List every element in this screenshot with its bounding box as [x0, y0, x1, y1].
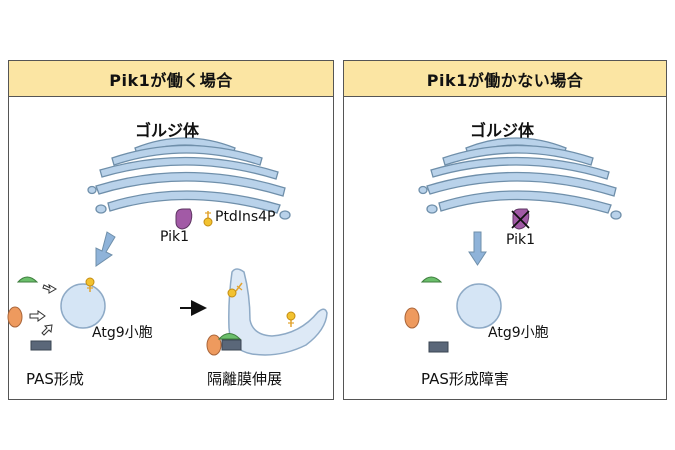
pik1-label-left: Pik1 — [160, 229, 190, 245]
membrane-expansion-label: 隔離膜伸展 — [207, 370, 283, 388]
green-protein-right — [420, 276, 443, 283]
golgi-left — [87, 137, 291, 220]
golgi-label-right: ゴルジ体 — [470, 121, 535, 140]
atg9-label-left: Atg9小胞 — [92, 325, 153, 341]
ptdins4p-label: PtdIns4P — [215, 209, 276, 225]
slate-protein-right — [428, 341, 449, 353]
pik1-protein-left — [175, 208, 193, 230]
panel-title-active: Pik1が働く場合 — [9, 61, 333, 97]
arrow-golgi-to-vesicle-left — [95, 231, 116, 267]
golgi-right — [418, 137, 622, 220]
inactive-cross-icon — [511, 210, 530, 229]
small-arrows-left — [29, 283, 58, 336]
atg9-label-right: Atg9小胞 — [488, 325, 549, 341]
green-protein-pas — [217, 333, 242, 340]
atg9-vesicle-left — [60, 283, 106, 329]
orange-protein-right — [404, 307, 420, 329]
panel-title-inactive: Pik1が働かない場合 — [344, 61, 666, 97]
ptdins4p-marker-left — [203, 211, 213, 227]
pas-formation-label: PAS形成 — [26, 370, 84, 388]
pik1-label-right: Pik1 — [506, 232, 536, 248]
arrow-golgi-down-right — [468, 231, 487, 266]
panel-pik1-active: Pik1が働く場合 — [8, 60, 334, 400]
orange-protein-left — [7, 306, 23, 328]
slate-protein-left — [30, 340, 52, 351]
slate-protein-pas — [221, 339, 242, 351]
green-protein-left — [16, 276, 39, 283]
ptdins4p-on-vesicle-left — [85, 277, 95, 292]
panel-pik1-inactive: Pik1が働かない場合 — [343, 60, 667, 400]
pas-defect-label: PAS形成障害 — [421, 370, 509, 388]
golgi-label-left: ゴルジ体 — [135, 121, 200, 140]
atg9-vesicle-right — [456, 283, 502, 329]
ptdins4p-on-membrane-2 — [286, 311, 296, 327]
ptdins4p-on-membrane-1 — [227, 282, 243, 298]
isolation-membrane — [228, 268, 328, 356]
orange-protein-pas — [206, 334, 222, 356]
